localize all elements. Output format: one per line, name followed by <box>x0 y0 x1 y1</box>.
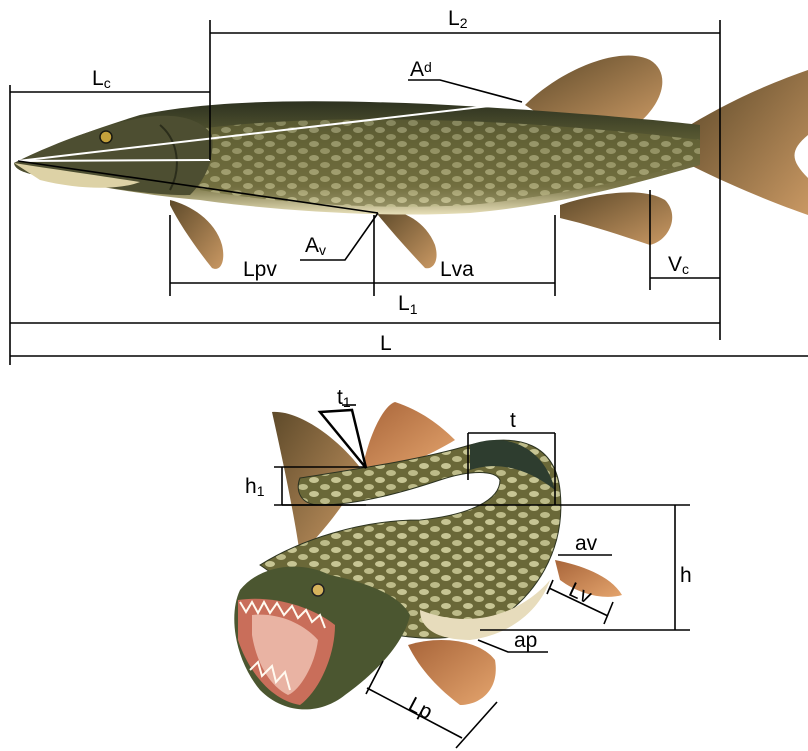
label-t1: t1 <box>337 386 351 410</box>
pectoral-fin <box>170 200 223 269</box>
label-Vc: Vc <box>668 253 689 277</box>
guide-snout-to-vertical <box>18 160 210 161</box>
top-pike-illustration <box>14 56 808 269</box>
label-Lpv: Lpv <box>243 258 277 281</box>
label-Av: Av <box>305 234 326 258</box>
label-Lc: Lc <box>92 67 111 91</box>
caudal-fin <box>690 70 808 215</box>
label-t: t <box>510 409 516 432</box>
label-h: h <box>680 564 692 587</box>
label-av: av <box>575 532 598 555</box>
label-h1: h1 <box>245 475 265 499</box>
label-L2: L2 <box>448 7 468 31</box>
label-ap: ap <box>514 629 537 652</box>
eye <box>100 131 112 143</box>
pelvic-fin <box>378 210 437 269</box>
anal-fin <box>560 192 672 245</box>
eye-lower <box>312 584 324 596</box>
label-Lva: Lva <box>440 258 474 281</box>
label-L: L <box>380 332 392 355</box>
label-L1: L1 <box>398 292 418 317</box>
label-Ad: Ad <box>410 58 432 81</box>
label-Lp: Lp <box>405 693 436 724</box>
